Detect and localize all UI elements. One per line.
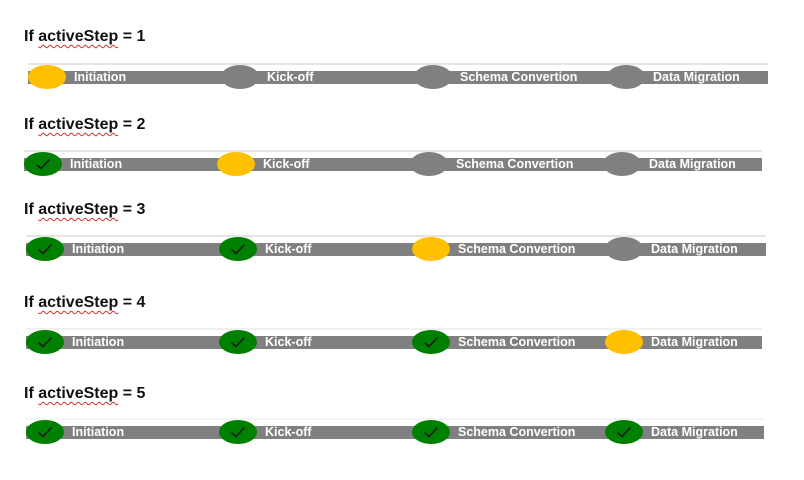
heading-suffix: = 1 xyxy=(118,28,146,45)
step-label: Schema Convertion xyxy=(460,70,578,84)
heading-suffix: = 2 xyxy=(118,116,146,133)
check-icon xyxy=(423,336,439,348)
step-label: Schema Convertion xyxy=(458,242,576,256)
step-label: Kick-off xyxy=(265,425,312,439)
stepper-bar xyxy=(28,71,768,84)
step-indicator-active xyxy=(605,330,643,354)
stepper-bar xyxy=(26,426,764,439)
step-indicator-done xyxy=(219,237,257,261)
step-label: Initiation xyxy=(72,335,125,349)
check-icon xyxy=(616,426,632,438)
stepper-top-line xyxy=(26,328,762,330)
stepper: Initiation Kick-off Schema Convertion Data … xyxy=(26,328,762,354)
step-indicator-pending xyxy=(221,65,259,89)
stepper-top-line xyxy=(28,63,768,65)
step-indicator-pending xyxy=(605,237,643,261)
step-indicator-pending xyxy=(410,152,448,176)
heading-keyword: activeStep xyxy=(38,294,119,311)
stepper: Initiation Kick-off Schema Convertion Data … xyxy=(24,150,762,176)
heading-keyword: activeStep xyxy=(38,28,119,45)
check-icon xyxy=(423,426,439,438)
heading-prefix: If xyxy=(24,385,39,402)
step-label: Initiation xyxy=(72,425,125,439)
heading-keyword: activeStep xyxy=(38,201,119,218)
heading-prefix: If xyxy=(24,201,39,218)
heading-suffix: = 5 xyxy=(118,385,146,402)
step-indicator-done xyxy=(26,237,64,261)
step-label: Data Migration xyxy=(651,242,738,256)
stepper-bar xyxy=(26,336,762,349)
step-indicator-done xyxy=(412,420,450,444)
step-indicator-done xyxy=(26,330,64,354)
section-heading: If activeStep = 1 xyxy=(24,28,145,46)
stepper-top-line xyxy=(26,235,766,237)
stepper: Initiation Kick-off Schema Convertion Data … xyxy=(26,418,764,444)
heading-prefix: If xyxy=(24,294,39,311)
stepper-top-line xyxy=(24,150,762,152)
step-label: Initiation xyxy=(72,242,125,256)
section-heading: If activeStep = 2 xyxy=(24,116,145,134)
step-label: Data Migration xyxy=(651,335,738,349)
heading-keyword: activeStep xyxy=(38,116,119,133)
step-indicator-done xyxy=(219,330,257,354)
step-indicator-active xyxy=(217,152,255,176)
stepper: Initiation Kick-off Schema Convertion Data … xyxy=(28,63,768,89)
step-indicator-done xyxy=(605,420,643,444)
check-icon xyxy=(35,158,51,170)
step-indicator-done xyxy=(412,330,450,354)
step-indicator-pending xyxy=(603,152,641,176)
step-label: Schema Convertion xyxy=(458,335,576,349)
heading-suffix: = 4 xyxy=(118,294,146,311)
heading-suffix: = 3 xyxy=(118,201,146,218)
heading-keyword: activeStep xyxy=(38,385,119,402)
check-icon xyxy=(230,336,246,348)
step-label: Initiation xyxy=(70,157,123,171)
step-label: Kick-off xyxy=(265,335,312,349)
step-indicator-active xyxy=(28,65,66,89)
step-indicator-pending xyxy=(607,65,645,89)
heading-prefix: If xyxy=(24,28,39,45)
step-label: Data Migration xyxy=(653,70,740,84)
step-label: Schema Convertion xyxy=(458,425,576,439)
section-heading: If activeStep = 4 xyxy=(24,294,145,312)
stepper: Initiation Kick-off Schema Convertion Data … xyxy=(26,235,766,261)
check-icon xyxy=(230,426,246,438)
stepper-bar xyxy=(26,243,766,256)
step-indicator-pending xyxy=(414,65,452,89)
check-icon xyxy=(37,426,53,438)
heading-prefix: If xyxy=(24,116,39,133)
section-heading: If activeStep = 3 xyxy=(24,201,145,219)
check-icon xyxy=(37,336,53,348)
step-indicator-done xyxy=(219,420,257,444)
step-indicator-done xyxy=(26,420,64,444)
stepper-bar xyxy=(24,158,762,171)
step-label: Kick-off xyxy=(265,242,312,256)
check-icon xyxy=(230,243,246,255)
step-label: Data Migration xyxy=(651,425,738,439)
step-indicator-done xyxy=(24,152,62,176)
step-label: Schema Convertion xyxy=(456,157,574,171)
step-label: Kick-off xyxy=(263,157,310,171)
step-indicator-active xyxy=(412,237,450,261)
step-label: Initiation xyxy=(74,70,127,84)
step-label: Kick-off xyxy=(267,70,314,84)
section-heading: If activeStep = 5 xyxy=(24,385,145,403)
stepper-top-line xyxy=(26,418,764,420)
check-icon xyxy=(37,243,53,255)
step-label: Data Migration xyxy=(649,157,736,171)
